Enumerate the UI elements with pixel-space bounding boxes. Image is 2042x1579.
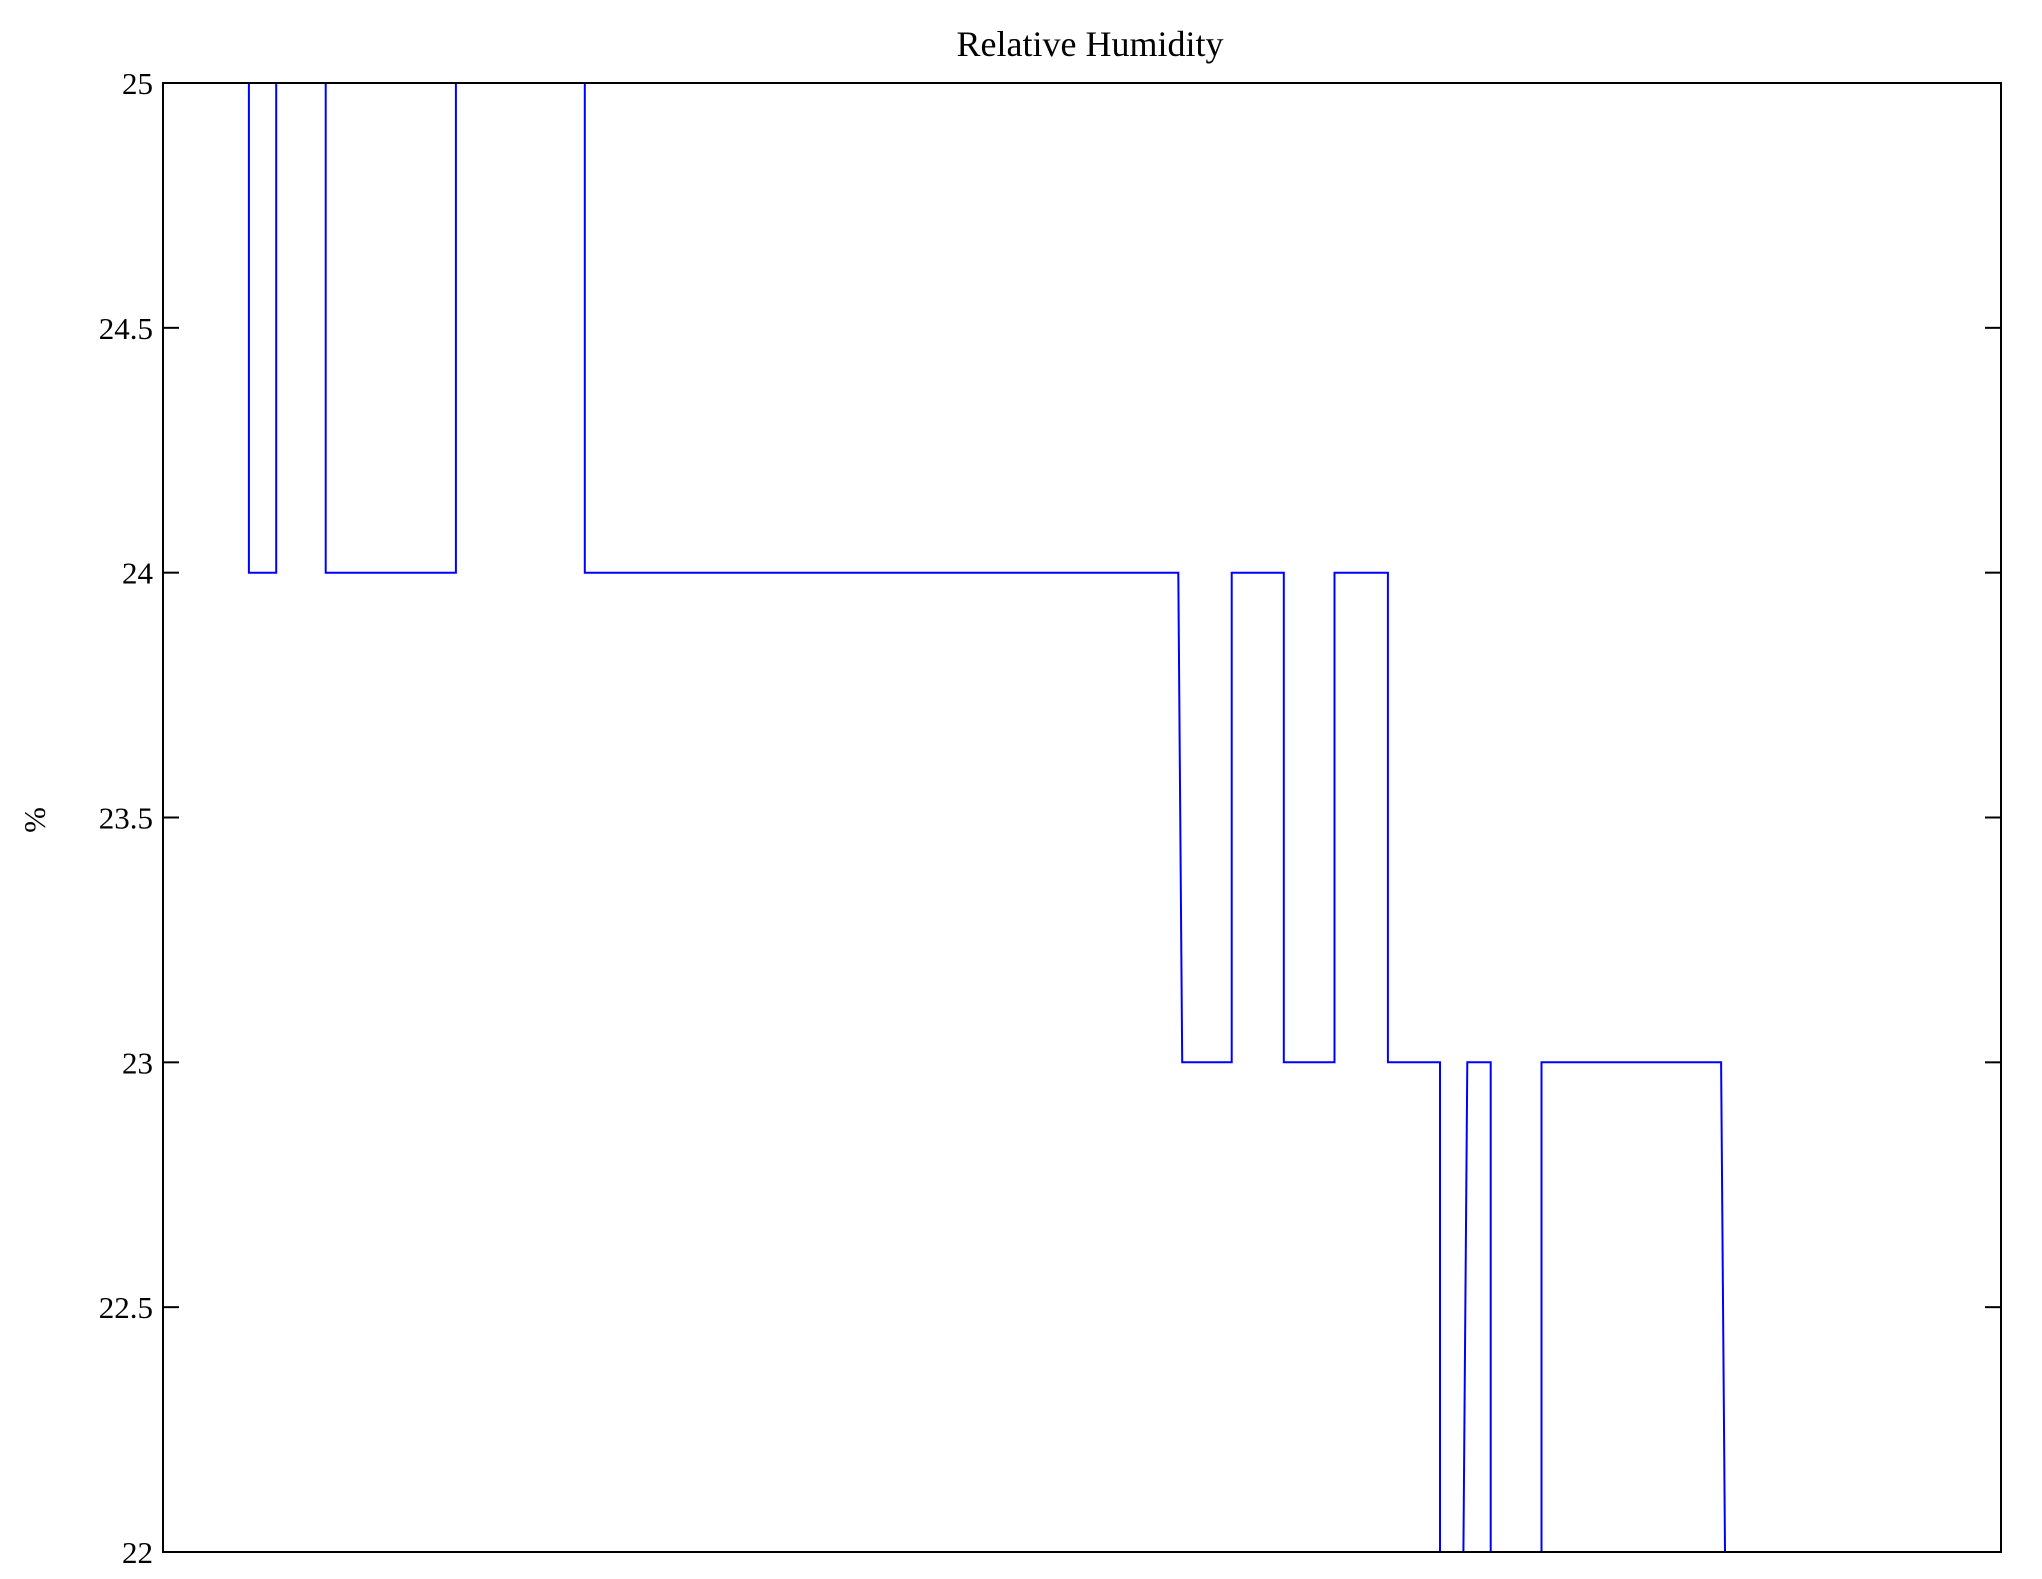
y-tick-label: 23 [122, 1045, 153, 1080]
chart-title: Relative Humidity [957, 24, 1224, 64]
series-line [224, 82, 1771, 1553]
y-tick-label: 24 [122, 556, 154, 591]
y-tick-label: 22.5 [99, 1290, 153, 1325]
y-tick-label: 22 [122, 1535, 153, 1570]
y-tick-label: 23.5 [99, 801, 153, 836]
y-tick-label: 24.5 [99, 311, 153, 346]
y-axis-label: % [17, 807, 52, 833]
axes-frame [162, 82, 2002, 1553]
y-tick-label: 25 [122, 66, 153, 101]
